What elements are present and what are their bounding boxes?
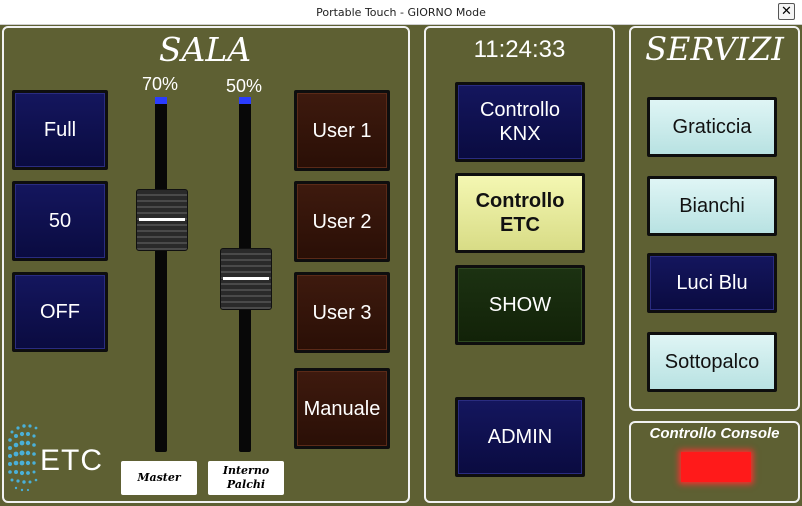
window-title: Portable Touch - GIORNO Mode [316,6,486,19]
show-button[interactable]: SHOW [455,265,585,345]
user-3-button[interactable]: User 3 [294,272,390,353]
console-status-indicator [681,452,751,482]
sottopalco-button[interactable]: Sottopalco [647,332,777,392]
bianchi-button[interactable]: Bianchi [647,176,777,236]
interno-palchi-fader-label: Interno Palchi [208,461,284,495]
off-button[interactable]: OFF [12,272,108,352]
admin-button[interactable]: ADMIN [455,397,585,477]
console-title: Controllo Console [649,425,780,442]
master-fader-top [155,97,167,104]
etc-logo-text: ETC [40,444,103,477]
clock: 11:24:33 [473,36,566,63]
fifty-button[interactable]: 50 [12,181,108,261]
etc-logo: ETC [6,418,116,498]
master-fader-handle[interactable] [136,189,188,251]
interno-palchi-fader-handle[interactable] [220,248,272,310]
controllo-knx-button[interactable]: Controllo KNX [455,82,585,162]
servizi-panel [629,26,800,411]
close-icon[interactable]: ✕ [778,3,795,20]
graticcia-button[interactable]: Graticcia [647,97,777,157]
user-2-button[interactable]: User 2 [294,181,390,262]
luci-blu-button[interactable]: Luci Blu [647,253,777,313]
window-titlebar: Portable Touch - GIORNO Mode ✕ [0,0,802,25]
sala-panel [2,26,410,503]
console-panel [629,421,800,503]
master-fader-track[interactable] [155,98,167,452]
user-1-button[interactable]: User 1 [294,90,390,171]
sala-title: SALA [158,30,252,69]
center-panel [424,26,615,503]
manuale-button[interactable]: Manuale [294,368,390,449]
interno-palchi-fader-top [239,97,251,104]
master-fader-label: Master [121,461,197,495]
controllo-etc-button[interactable]: Controllo ETC [455,173,585,253]
servizi-title: SERVIZI [645,30,784,68]
interno-palchi-percent: 50% [225,76,263,96]
master-percent: 70% [141,74,179,94]
full-button[interactable]: Full [12,90,108,170]
